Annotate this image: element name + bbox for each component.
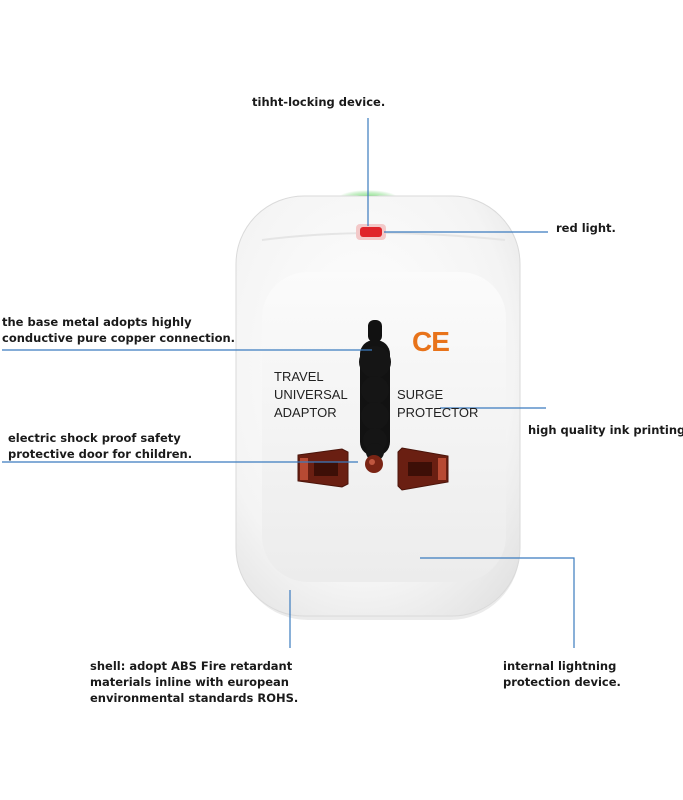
label-shock-line2: protective door for children. — [8, 447, 193, 461]
plug-text-right: SURGE PROTECTOR — [397, 386, 478, 422]
label-shell-line3: environmental standards ROHS. — [90, 691, 299, 705]
label-shell-line2: materials inline with european — [90, 675, 289, 689]
plug-text-left: TRAVEL UNIVERSAL ADAPTOR — [274, 368, 348, 422]
right-socket — [397, 447, 449, 491]
label-base-metal: the base metal adopts highly conductive … — [2, 314, 235, 346]
label-base-metal-line2: conductive pure copper connection. — [2, 331, 236, 345]
label-lightning-line1: internal lightning — [503, 659, 617, 673]
label-locking-device: tihht-locking device. — [252, 95, 386, 109]
label-lightning-line2: protection device. — [503, 675, 621, 689]
label-shock-line1: electric shock proof safety — [8, 431, 181, 445]
plug-text-travel: TRAVEL — [274, 369, 324, 384]
label-shock-proof: electric shock proof safety protective d… — [8, 430, 192, 462]
plug-text-adaptor: ADAPTOR — [274, 405, 337, 420]
label-base-metal-line1: the base metal adopts highly — [2, 315, 192, 329]
plug-text-protector: PROTECTOR — [397, 405, 479, 420]
plug-text-universal: UNIVERSAL — [274, 387, 348, 402]
plug-text-surge: SURGE — [397, 387, 444, 402]
label-ink-printing: high quality ink printing. — [528, 423, 683, 437]
plug-slot — [359, 320, 391, 461]
ce-mark: CE — [412, 326, 450, 357]
label-shell: shell: adopt ABS Fire retardant material… — [90, 658, 298, 706]
left-socket — [297, 448, 349, 488]
label-lightning: internal lightning protection device. — [503, 658, 621, 690]
label-red-light: red light. — [556, 221, 616, 235]
label-shell-line1: shell: adopt ABS Fire retardant — [90, 659, 293, 673]
line-lightning — [420, 557, 575, 648]
